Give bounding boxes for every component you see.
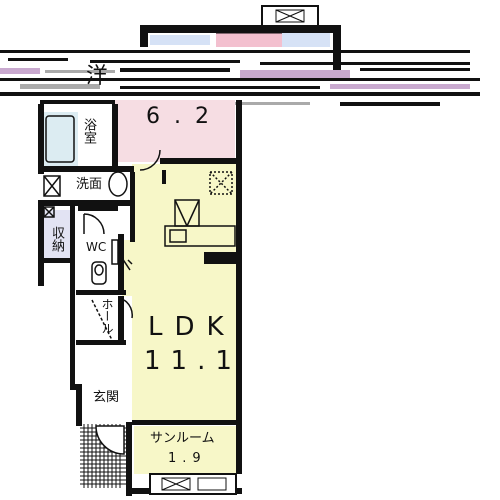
wc-label: WC	[86, 240, 107, 254]
hall-label: ホール	[100, 298, 114, 334]
corrupted-band	[0, 50, 480, 106]
upper-balcony	[140, 25, 341, 73]
storage-floor	[42, 210, 70, 260]
storage-label: 収納	[49, 226, 64, 252]
bathtub	[45, 115, 75, 163]
sunroom-floor	[134, 426, 236, 474]
ldk-label: LDK	[148, 312, 236, 342]
porch-tiles	[80, 424, 126, 488]
bedroom-floor	[115, 100, 235, 162]
bath-label: 浴室	[81, 118, 96, 144]
entrance-label: 玄関	[93, 390, 120, 405]
bedroom-size-label: 6.2	[146, 104, 223, 129]
bottom-window-frame	[149, 473, 237, 495]
ldk-floor	[122, 164, 236, 420]
ldk-size: 11.1	[144, 346, 242, 376]
sunroom-label: サンルーム	[150, 431, 215, 446]
washroom-label: 洗面	[76, 177, 103, 192]
bath-floor	[42, 112, 78, 166]
fixtures	[43, 149, 236, 341]
wash-floor	[42, 172, 132, 202]
bedroom-header-char: 洋	[86, 64, 109, 89]
sunroom-size: 1.9	[168, 451, 207, 466]
top-window-frame	[261, 5, 319, 27]
